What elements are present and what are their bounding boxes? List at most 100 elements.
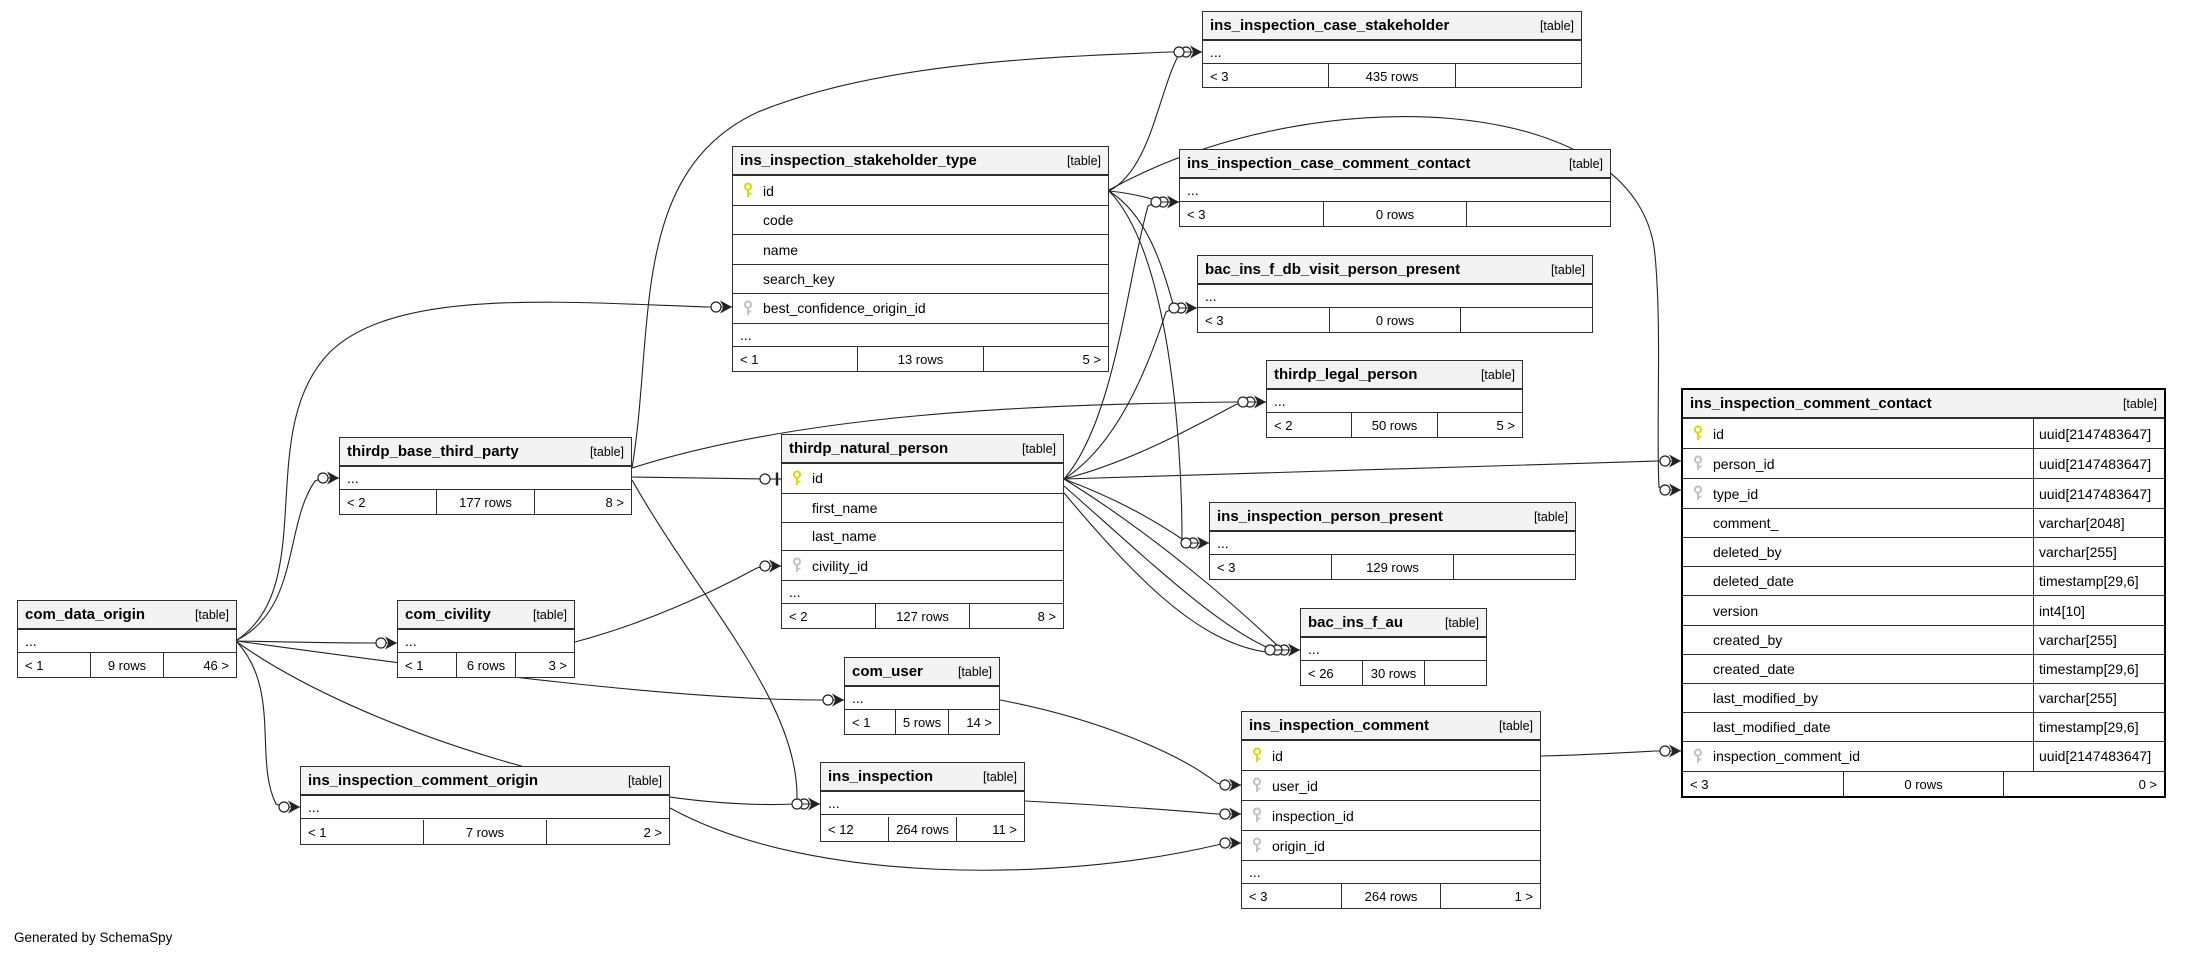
zero-or-one-connector-icon: [822, 694, 834, 706]
table-ins_inspection_comment_contact[interactable]: ins_inspection_comment_contact [table] i…: [1681, 388, 2166, 798]
table-ins_inspection[interactable]: ins_inspection [table] ... < 12 264 rows…: [820, 762, 1025, 842]
table-header[interactable]: ins_inspection_case_stakeholder [table]: [1203, 12, 1581, 41]
table-thirdp_base_third_party[interactable]: thirdp_base_third_party [table] ... < 2 …: [339, 437, 632, 515]
column-name: id: [763, 182, 774, 199]
footer-children-count: 1 >: [1514, 888, 1534, 904]
table-header[interactable]: thirdp_base_third_party [table]: [340, 438, 631, 467]
column-row-comment_: comment_varchar[2048]: [1683, 509, 2164, 539]
table-header[interactable]: com_data_origin [table]: [18, 601, 236, 630]
table-title[interactable]: ins_inspection_stakeholder_type: [740, 152, 977, 169]
column-row-origin_id: origin_id: [1242, 831, 1540, 861]
table-com_civility[interactable]: com_civility [table] ... < 1 6 rows 3 >: [397, 600, 575, 678]
table-title[interactable]: ins_inspection: [828, 768, 934, 785]
footer-children-count: [1456, 64, 1581, 88]
column-name: inspection_id: [1272, 807, 1354, 824]
footer-parents-count: < 3: [1683, 772, 1844, 796]
foreign-key-icon: [1693, 485, 1703, 501]
table-title[interactable]: ins_inspection_case_stakeholder: [1210, 17, 1450, 34]
table-rows: ...: [340, 467, 631, 490]
table-title[interactable]: thirdp_base_third_party: [347, 443, 519, 460]
table-title[interactable]: ins_inspection_comment_contact: [1690, 395, 1932, 412]
column-name: id: [812, 470, 823, 487]
footer-row-count: 9 rows: [91, 653, 164, 677]
table-header[interactable]: ins_inspection_comment [table]: [1242, 712, 1540, 741]
column-name: user_id: [1272, 777, 1318, 794]
table-title[interactable]: ins_inspection_case_comment_contact: [1187, 155, 1471, 172]
footer-children-count: 11 >: [992, 821, 1017, 837]
table-header[interactable]: com_civility [table]: [398, 601, 574, 630]
table-title[interactable]: bac_ins_f_au: [1308, 614, 1404, 631]
crow-foot-arrow-icon: [1229, 778, 1241, 792]
footer-parents-count: < 12: [821, 817, 889, 841]
table-header[interactable]: thirdp_natural_person [table]: [782, 435, 1063, 464]
zero-or-one-connector-icon: [1168, 302, 1180, 314]
table-ins_inspection_stakeholder_type[interactable]: ins_inspection_stakeholder_type [table] …: [732, 146, 1109, 372]
table-bac_ins_f_db_visit_person_present[interactable]: bac_ins_f_db_visit_person_present [table…: [1197, 255, 1593, 333]
relationship-line: [1063, 492, 1271, 653]
table-ins_inspection_person_present[interactable]: ins_inspection_person_present [table] ..…: [1209, 502, 1576, 580]
table-header[interactable]: ins_inspection [table]: [821, 763, 1024, 792]
table-header[interactable]: bac_ins_f_au [table]: [1301, 609, 1486, 638]
footer-parents-count: < 1: [18, 653, 91, 677]
table-thirdp_legal_person[interactable]: thirdp_legal_person [table] ... < 2 50 r…: [1266, 360, 1523, 438]
table-footer: < 12 264 rows 11 >: [821, 817, 1024, 841]
relationship-line: [631, 401, 1250, 469]
zero-or-one-connector-icon: [1180, 537, 1192, 549]
footer-children-count: 0 >: [2138, 776, 2158, 792]
primary-key-icon: [1252, 747, 1262, 762]
crow-foot-arrow-icon: [1669, 483, 1681, 497]
table-header[interactable]: ins_inspection_case_comment_contact [tab…: [1180, 150, 1610, 179]
table-tag: [table]: [1539, 18, 1574, 33]
table-header[interactable]: ins_inspection_comment_origin [table]: [301, 767, 669, 796]
ellipsis-row: ...: [301, 796, 669, 819]
table-title[interactable]: bac_ins_f_db_visit_person_present: [1205, 261, 1461, 278]
table-header[interactable]: com_user [table]: [845, 658, 999, 687]
relationship-line: [236, 641, 285, 808]
table-title[interactable]: thirdp_natural_person: [789, 440, 949, 457]
zero-or-one-connector-icon: [1173, 46, 1185, 58]
zero-or-one-connector-icon: [1219, 808, 1231, 820]
table-ins_inspection_comment[interactable]: ins_inspection_comment [table] id user_i…: [1241, 711, 1541, 909]
table-header[interactable]: ins_inspection_comment_contact [table]: [1683, 390, 2164, 419]
table-com_data_origin[interactable]: com_data_origin [table] ... < 1 9 rows 4…: [17, 600, 237, 678]
table-footer: < 1 9 rows 46 >: [18, 653, 236, 677]
table-com_user[interactable]: com_user [table] ... < 1 5 rows 14 >: [844, 657, 1000, 735]
column-name: civility_id: [812, 557, 869, 574]
table-ins_inspection_case_comment_contact[interactable]: ins_inspection_case_comment_contact [tab…: [1179, 149, 1611, 227]
table-title[interactable]: com_civility: [405, 606, 491, 623]
primary-key-icon: [782, 470, 812, 487]
foreign-key-icon: [733, 300, 763, 317]
primary-key-icon: [1242, 747, 1272, 764]
zero-or-one-connector-icon: [1219, 779, 1231, 791]
table-header[interactable]: bac_ins_f_db_visit_person_present [table…: [1198, 256, 1592, 285]
table-title[interactable]: thirdp_legal_person: [1274, 366, 1418, 383]
table-ins_inspection_comment_origin[interactable]: ins_inspection_comment_origin [table] ..…: [300, 766, 670, 845]
ellipsis-row: ...: [1180, 179, 1610, 202]
table-tag: [table]: [1498, 718, 1533, 733]
footer-row-count: 177 rows: [437, 490, 535, 514]
table-title[interactable]: com_data_origin: [25, 606, 146, 623]
table-rows: ...: [821, 792, 1024, 817]
relationship-line: [574, 565, 766, 643]
relationship-line: [631, 479, 798, 804]
table-title[interactable]: ins_inspection_comment: [1249, 717, 1430, 734]
relationship-line: [1024, 800, 1225, 815]
crow-foot-arrow-icon: [1229, 836, 1241, 850]
table-rows: ...: [398, 630, 574, 653]
table-header[interactable]: ins_inspection_stakeholder_type [table]: [733, 147, 1108, 176]
footer-children-count: [1454, 555, 1575, 579]
table-ins_inspection_case_stakeholder[interactable]: ins_inspection_case_stakeholder [table] …: [1202, 11, 1582, 88]
table-title[interactable]: ins_inspection_comment_origin: [308, 772, 539, 789]
table-title[interactable]: ins_inspection_person_present: [1217, 508, 1443, 525]
zero-or-one-connector-icon: [759, 473, 771, 485]
table-header[interactable]: ins_inspection_person_present [table]: [1210, 503, 1575, 532]
table-title[interactable]: com_user: [852, 663, 923, 680]
table-bac_ins_f_au[interactable]: bac_ins_f_au [table] ... < 26 30 rows: [1300, 608, 1487, 686]
table-rows: ...: [1203, 41, 1581, 64]
table-footer: < 2 177 rows 8 >: [340, 490, 631, 514]
table-header[interactable]: thirdp_legal_person [table]: [1267, 361, 1522, 390]
